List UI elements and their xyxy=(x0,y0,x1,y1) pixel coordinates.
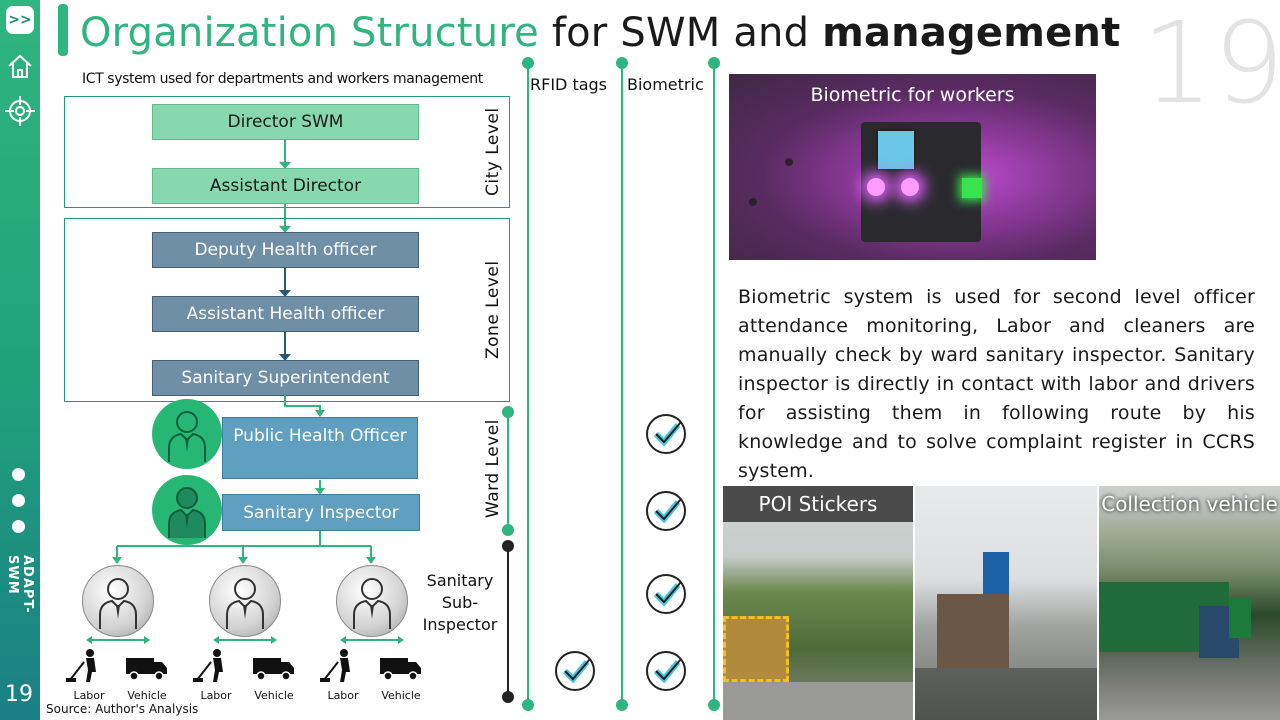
rfid-check-icon xyxy=(555,651,595,691)
director-swm-box: Director SWM xyxy=(152,104,419,140)
sanitary-sub-inspector-label: Sanitary Sub-Inspector xyxy=(422,571,498,634)
ward-level-marker xyxy=(502,406,514,418)
sub-inspector-avatar-icon xyxy=(336,565,408,637)
vehicle-label: Vehicle xyxy=(254,689,294,702)
biometric-check-icon xyxy=(646,491,686,531)
title-part-2: for SWM and xyxy=(538,10,823,56)
line-cap xyxy=(522,699,534,711)
labor-label: Labor xyxy=(73,689,105,702)
biometric-photo-caption: Biometric for workers xyxy=(810,84,1015,106)
arrow-down xyxy=(279,331,291,361)
zone-level-frame xyxy=(64,218,510,402)
page-title: Organization Structure for SWM and manag… xyxy=(80,10,1120,56)
vehicle-icon xyxy=(253,654,295,682)
line-cap xyxy=(708,699,720,711)
line-cap xyxy=(616,57,628,69)
biometric-check-icon xyxy=(646,574,686,614)
labor-label: Labor xyxy=(327,689,359,702)
line-cap xyxy=(616,699,628,711)
device-light xyxy=(901,178,919,196)
line-cap xyxy=(522,57,534,69)
rfid-column-line xyxy=(527,62,529,706)
officer-avatar-icon xyxy=(152,399,222,469)
poi-stickers-photo: POI Stickers xyxy=(723,486,913,720)
ward-level-marker xyxy=(502,524,514,536)
home-icon[interactable] xyxy=(4,50,36,82)
inspector-avatar-icon xyxy=(152,475,222,545)
vehicle-photo-caption: Collection vehicle xyxy=(1101,492,1278,516)
column-divider-line xyxy=(713,62,715,706)
green-bin xyxy=(1229,598,1251,638)
nav-dot-1[interactable] xyxy=(12,468,25,481)
subtitle: ICT system used for departments and work… xyxy=(82,71,483,87)
labor-icon xyxy=(320,648,364,684)
title-part-1: Organization Structure xyxy=(80,10,539,56)
vehicle-label: Vehicle xyxy=(127,689,167,702)
bins-photo xyxy=(915,486,1097,720)
collection-vehicle-photo: Collection vehicle xyxy=(1099,486,1280,720)
device-light xyxy=(867,178,885,196)
blue-bin xyxy=(983,552,1009,594)
line-cap xyxy=(708,57,720,69)
nav-dot-3[interactable] xyxy=(12,520,25,533)
sidebar-brand-text: ADAPT- SWM xyxy=(5,555,35,614)
sub-inspector-avatar-icon xyxy=(209,565,281,637)
biometric-device-photo: Biometric for workers xyxy=(729,74,1096,260)
assistant-health-officer-box: Assistant Health officer xyxy=(152,296,419,332)
next-button[interactable]: >> xyxy=(6,6,34,34)
assistant-director-box: Assistant Director xyxy=(152,168,419,204)
labor-label: Labor xyxy=(200,689,232,702)
road xyxy=(723,682,913,720)
target-icon[interactable] xyxy=(4,95,36,127)
biometric-column-line xyxy=(621,62,623,706)
sub-inspector-marker xyxy=(502,540,514,552)
sidebar-page-number: 19 xyxy=(5,682,33,707)
biometric-check-icon xyxy=(646,414,686,454)
fingerprint-sensor xyxy=(962,178,982,198)
description-text: Biometric system is used for second leve… xyxy=(738,286,1255,482)
deputy-health-officer-box: Deputy Health officer xyxy=(152,232,419,268)
vehicle-label: Vehicle xyxy=(381,689,421,702)
vehicle-icon xyxy=(126,654,168,682)
labor-icon xyxy=(66,648,110,684)
biometric-check-icon xyxy=(646,651,686,691)
device-screen xyxy=(876,129,916,171)
ward-level-label: Ward Level xyxy=(483,419,503,519)
labor-icon xyxy=(193,648,237,684)
vehicle-icon xyxy=(380,654,422,682)
bin-stand xyxy=(937,594,1009,668)
nav-dot-2[interactable] xyxy=(12,494,25,507)
biometric-column-header: Biometric xyxy=(627,75,704,94)
wall-hole xyxy=(749,198,757,206)
sub-inspector-marker xyxy=(502,691,514,703)
poi-photo-caption: POI Stickers xyxy=(723,486,913,522)
wall-hole xyxy=(785,158,793,166)
rfid-column-header: RFID tags xyxy=(530,75,608,94)
title-accent-bar xyxy=(58,4,68,56)
source-note: Source: Author's Analysis xyxy=(46,702,199,716)
sanitary-inspector-box: Sanitary Inspector xyxy=(222,494,420,531)
public-health-officer-box: Public Health Officer xyxy=(222,417,418,479)
sub-inspector-avatar-icon xyxy=(82,565,154,637)
title-part-3: management xyxy=(822,10,1121,56)
arrow-down xyxy=(279,267,291,297)
photo-overlay xyxy=(915,668,1097,720)
arrow-down xyxy=(279,203,291,233)
arrow-down xyxy=(279,139,291,169)
poi-sticker-highlight xyxy=(723,616,789,682)
slide-number: 19 xyxy=(1142,0,1280,129)
city-level-frame xyxy=(64,96,510,208)
